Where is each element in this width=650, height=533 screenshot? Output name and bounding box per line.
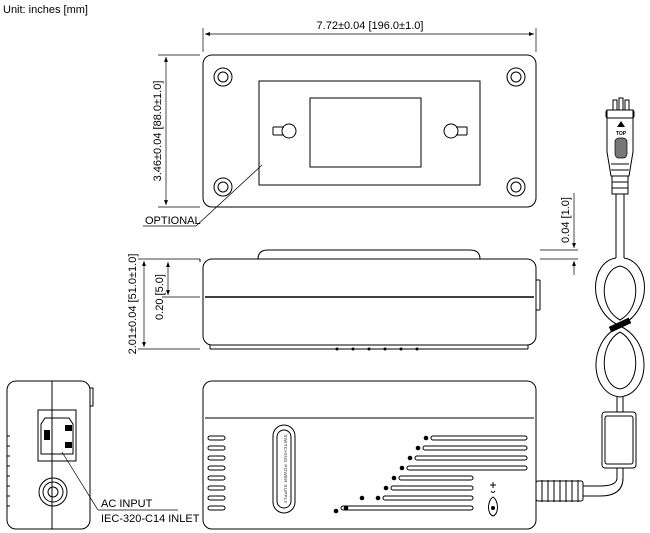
top-view-outline	[202, 54, 537, 208]
product-badge: SWITCHING POWER SUPPLY	[272, 424, 296, 514]
output-indicator	[488, 482, 498, 517]
width-label: 3.46±0.04 [88.0±1.0]	[152, 81, 164, 182]
ventilation-bumps	[335, 347, 419, 351]
top-view	[202, 54, 537, 208]
connector-top-label: TOP	[616, 131, 627, 137]
front-view-outline	[202, 380, 537, 530]
optional-label: OPTIONAL	[145, 215, 201, 227]
width-dimension: 3.46±0.04 [88.0±1.0]	[152, 54, 200, 208]
left-vent-slots	[207, 435, 226, 511]
keyhole-slot-left	[272, 123, 297, 139]
ac-input-leader: AC INPUT IEC-320-C14 INLET	[61, 451, 200, 525]
screw-hole-top-left	[213, 67, 233, 87]
side-view	[199, 249, 541, 351]
dc-cable	[535, 194, 645, 502]
optional-leader: OPTIONAL	[143, 164, 263, 227]
screw-hole-bottom-left	[213, 177, 233, 197]
length-label: 7.72±0.04 [196.0±1.0]	[317, 20, 424, 32]
led-lens	[488, 496, 498, 517]
front-view: SWITCHING POWER SUPPLY	[202, 380, 537, 530]
side-top-bump	[257, 249, 481, 260]
top-arrow-icon	[617, 121, 625, 127]
screw-hole-top-right	[506, 67, 526, 87]
grip-pad	[614, 137, 628, 159]
ac-end-view	[6, 380, 94, 530]
keyhole-slot-right	[443, 123, 468, 139]
dc-connector: TOP	[605, 97, 635, 195]
screw-hole-bottom-right	[506, 177, 526, 197]
iec-c14-inlet	[37, 409, 77, 462]
units-label: Unit: inches [mm]	[3, 4, 88, 16]
end-view-outline	[6, 380, 91, 530]
label-area	[309, 97, 422, 168]
height-dimension: 2.01±0.04 [51.0±1.0]	[127, 254, 200, 355]
ferrite-core	[601, 411, 637, 469]
side-view-outline	[202, 258, 537, 346]
feet-dimension: 0.20 [5.0]	[154, 262, 200, 320]
height-label: 2.01±0.04 [51.0±1.0]	[127, 254, 139, 355]
stepped-vent-slots	[333, 435, 528, 514]
round-jack	[38, 477, 68, 507]
optional-mounting-plate	[258, 80, 481, 186]
badge-label: SWITCHING POWER SUPPLY	[283, 434, 288, 503]
cable-tie	[608, 317, 632, 333]
length-dimension: 7.72±0.04 [196.0±1.0]	[202, 20, 537, 52]
strain-relief	[535, 480, 584, 502]
feet-height-label: 0.20 [5.0]	[154, 274, 166, 320]
offset-dimension: 0.04 [1.0]	[540, 193, 578, 275]
ac-input-label: AC INPUT	[101, 498, 153, 510]
offset-label: 0.04 [1.0]	[560, 197, 572, 243]
iec-inlet-label: IEC-320-C14 INLET	[101, 513, 200, 525]
